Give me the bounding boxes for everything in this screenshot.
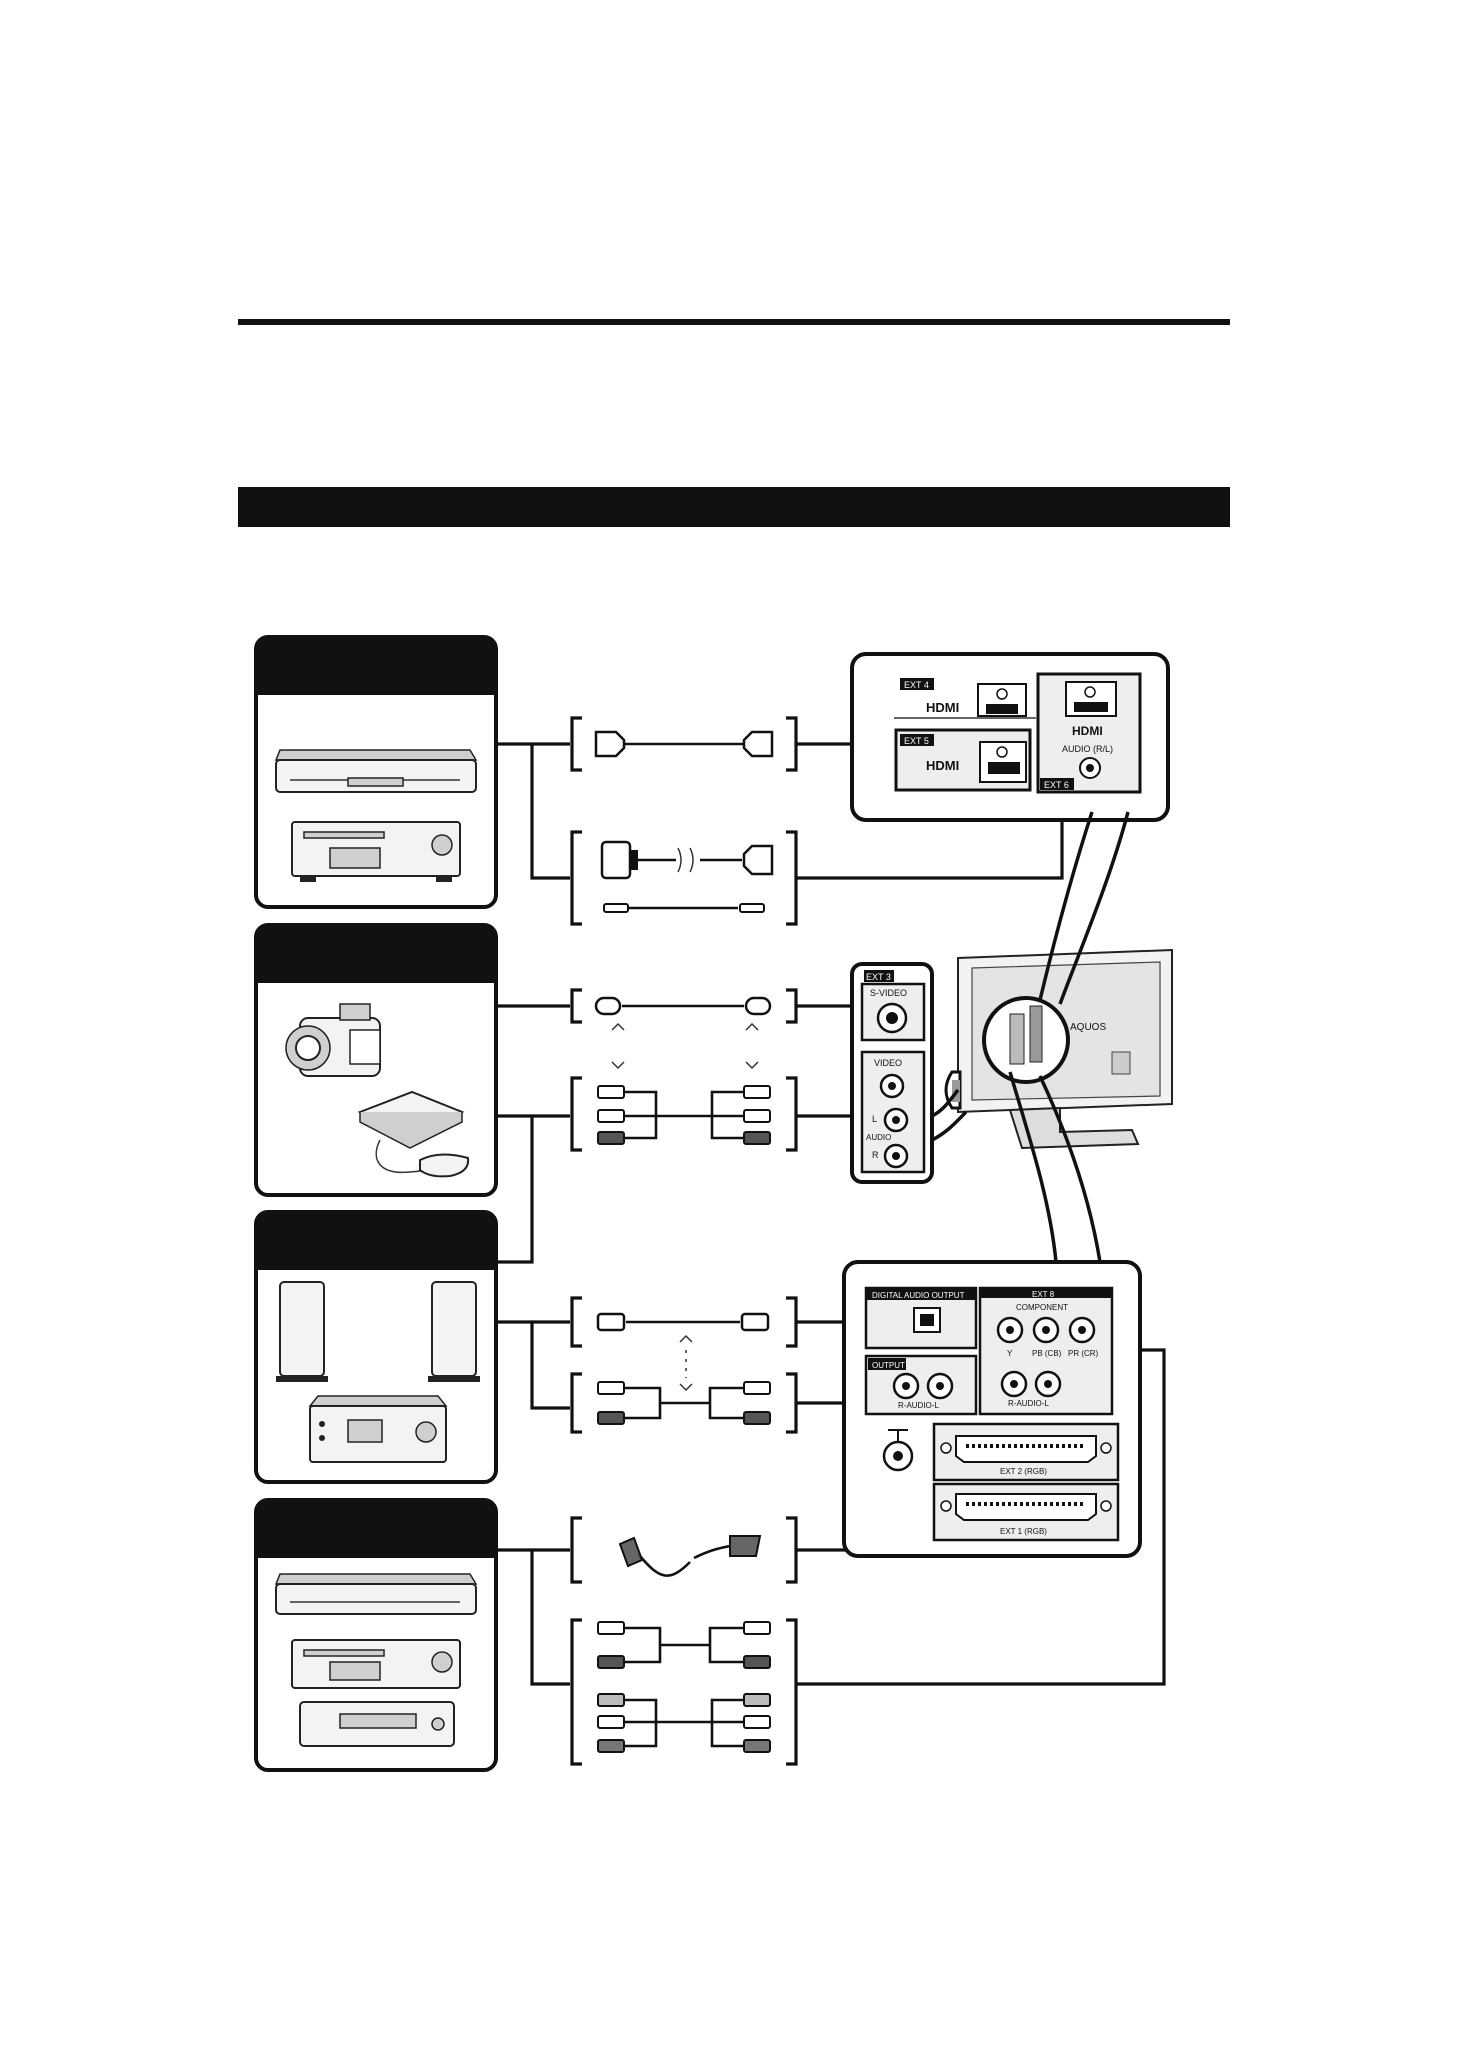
tv-rear-illustration: AQUOS <box>944 948 1173 1150</box>
ext6-label: EXT 6 <box>1044 780 1069 790</box>
ext8-audio-label: R-AUDIO-L <box>1008 1399 1049 1408</box>
camcorder-icon <box>285 1003 381 1077</box>
tv-brand-label: AQUOS <box>1070 1022 1106 1033</box>
video-label: VIDEO <box>874 1058 902 1068</box>
device-box-scart-sources <box>254 1498 498 1772</box>
pb-label: PB (CB) <box>1032 1349 1062 1358</box>
section-bar <box>238 487 1230 527</box>
component-cable <box>597 1621 771 1753</box>
hdmi-cable <box>594 730 774 758</box>
ext2-label: EXT 2 (RGB) <box>1000 1467 1047 1476</box>
ext5-hdmi-port: EXT 5 HDMI <box>894 728 1032 792</box>
side-r-label: R <box>872 1150 879 1160</box>
digital-audio-output-label: DIGITAL AUDIO OUTPUT <box>872 1291 965 1300</box>
cable-brackets <box>570 716 798 1766</box>
pr-label: PR (CR) <box>1068 1349 1099 1358</box>
device-box-hdmi-sources <box>254 635 498 909</box>
header-rule <box>238 319 1230 325</box>
scart-cable <box>618 1535 762 1577</box>
callout-curves <box>931 811 1130 1263</box>
ext6-hdmi-port: HDMI AUDIO (R/L) EXT 6 <box>1036 672 1142 794</box>
amplifier-icon <box>308 1395 448 1463</box>
hdmi-logo-4: HDMI <box>926 700 959 715</box>
rear-terminal-panel: DIGITAL AUDIO OUTPUT OUTPUT R-AUDIO-L EX… <box>842 1260 1142 1558</box>
svideo-label: S-VIDEO <box>870 988 907 998</box>
side-audio-label: AUDIO <box>866 1133 891 1142</box>
dvd-player-icon-2 <box>274 1573 478 1615</box>
optical-cable <box>596 1312 770 1392</box>
composite-cable <box>597 1085 771 1145</box>
ext4-label: EXT 4 <box>904 680 929 690</box>
vcr-icon <box>299 1701 455 1747</box>
hdmi-panel: EXT 4 HDMI EXT 5 HDMI HDMI AUDIO (R/L) E… <box>850 652 1170 822</box>
av-receiver-icon-2 <box>291 1639 461 1689</box>
av-receiver-icon <box>291 821 461 882</box>
device-box-av-sources <box>254 923 498 1197</box>
ext8-label: EXT 8 <box>1032 1290 1055 1299</box>
ext6-audio-label: AUDIO (R/L) <box>1062 744 1113 754</box>
dvd-player-icon <box>274 749 478 793</box>
feed-lines <box>496 742 570 1686</box>
hdmi-logo-5: HDMI <box>926 758 959 773</box>
side-input-panel: EXT 3 S-VIDEO VIDEO L AUDIO R <box>850 962 934 1184</box>
device-box-audio-equipment <box>254 1210 498 1484</box>
game-console-icon <box>357 1090 470 1178</box>
output-label: OUTPUT <box>872 1361 905 1370</box>
ext5-label: EXT 5 <box>904 736 929 746</box>
component-label: COMPONENT <box>1016 1303 1068 1312</box>
speaker-left-icon <box>276 1281 328 1382</box>
output-sub-label: R-AUDIO-L <box>898 1401 939 1410</box>
side-l-label: L <box>872 1114 877 1124</box>
speaker-right-icon <box>428 1281 480 1382</box>
hdmi-logo-6: HDMI <box>1072 724 1103 738</box>
y-label: Y <box>1007 1349 1013 1358</box>
audio-rca-cable <box>597 1381 771 1425</box>
ext1-label: EXT 1 (RGB) <box>1000 1527 1047 1536</box>
svideo-cable <box>594 996 772 1070</box>
dvi-hdmi-cable <box>600 840 774 913</box>
ext3-label: EXT 3 <box>866 972 891 982</box>
